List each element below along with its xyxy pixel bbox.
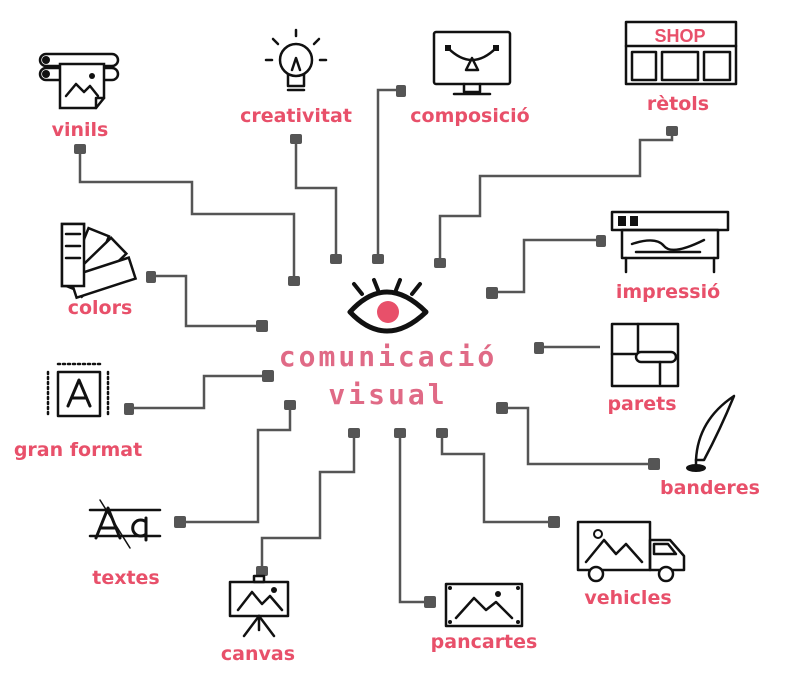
flag-banner-icon: [686, 394, 736, 472]
plug: [436, 428, 448, 438]
plug: [596, 235, 606, 247]
shop-front-icon: [624, 20, 738, 86]
truck-icon: [576, 520, 686, 583]
label-creativitat: creativitat: [240, 105, 352, 127]
wire-pancartes: [398, 434, 428, 604]
plug: [256, 320, 268, 332]
plug: [174, 516, 186, 528]
plug: [648, 458, 660, 470]
label-impressio: impressió: [616, 281, 720, 303]
plug: [290, 134, 302, 144]
printer-icon: [610, 210, 730, 274]
wire-vehicles: [440, 434, 552, 524]
wire-colors: [152, 274, 258, 328]
vinyl-roll-icon: [38, 52, 120, 110]
label-retols: rètols: [647, 93, 709, 115]
label-canvas: canvas: [221, 643, 295, 665]
plug: [348, 428, 360, 438]
wire-creativitat: [294, 138, 338, 255]
center-title-line1: comunicació: [279, 340, 497, 373]
large-format-icon: [46, 362, 110, 418]
label-colors: colors: [68, 297, 133, 319]
wire-banderes: [504, 406, 650, 466]
connectors: [78, 88, 674, 604]
monitor-pen-icon: [432, 30, 512, 96]
plug: [146, 271, 156, 283]
label-vinils: vinils: [52, 119, 109, 141]
shop-sign-text: SHOP: [654, 26, 705, 46]
label-composicio: composició: [410, 105, 529, 127]
plug: [486, 287, 498, 299]
wire-gran-format: [130, 374, 264, 410]
plug: [288, 276, 300, 286]
plug: [496, 402, 508, 414]
wire-retols: [438, 132, 674, 258]
label-textes: textes: [92, 567, 160, 589]
plug: [256, 566, 268, 576]
plug: [372, 254, 384, 264]
wire-impressio: [496, 238, 600, 294]
easel-icon: [228, 574, 290, 638]
typography-icon: [88, 499, 162, 549]
color-swatch-icon: [60, 222, 138, 300]
eye-icon: [347, 278, 429, 334]
wire-vinils: [78, 148, 296, 280]
wallpaper-roll-icon: [610, 322, 680, 388]
connector-plugs: [74, 85, 678, 608]
label-banderes: banderes: [660, 477, 760, 499]
plug: [396, 85, 406, 97]
label-gran-format: gran format: [14, 439, 142, 461]
banner-image-icon: [444, 582, 524, 628]
label-pancartes: pancartes: [431, 631, 538, 653]
plug: [124, 403, 134, 415]
plug: [548, 516, 560, 528]
plug: [434, 258, 446, 268]
wire-composicio: [376, 88, 400, 255]
center-title-line2: visual: [328, 378, 447, 411]
lightbulb-icon: [264, 28, 328, 92]
plug: [424, 596, 436, 608]
plug: [284, 400, 296, 410]
label-parets: parets: [607, 393, 676, 415]
plug: [262, 370, 274, 382]
plug: [74, 144, 86, 154]
plug: [534, 342, 544, 354]
label-vehicles: vehicles: [584, 587, 671, 609]
plug: [330, 254, 342, 264]
wire-textes: [182, 406, 292, 524]
plug: [394, 428, 406, 438]
wire-canvas: [260, 434, 356, 570]
plug: [666, 126, 678, 136]
